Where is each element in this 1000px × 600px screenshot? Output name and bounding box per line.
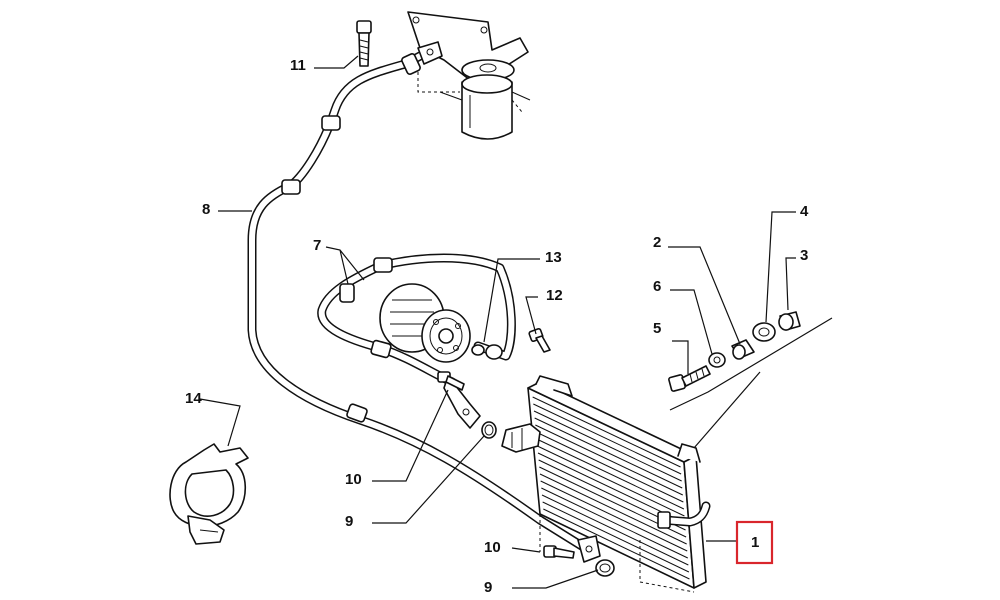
grommet-4 [752, 322, 776, 342]
condenser-fin [537, 445, 685, 517]
condenser-fin [536, 438, 685, 510]
bushing-2 [731, 339, 755, 360]
callout-3: 3 [800, 247, 808, 264]
condenser-fin [542, 501, 690, 573]
bolt-10-lower [543, 545, 575, 559]
callout-13: 13 [545, 249, 562, 266]
condenser-fin [535, 424, 683, 496]
condenser-fin [532, 396, 681, 468]
pipe-end-fitting [577, 535, 601, 563]
spacer-3 [778, 311, 801, 331]
leader-lines [199, 55, 796, 589]
condenser-fin [543, 508, 690, 580]
compressor [379, 283, 471, 363]
clamp-14 [169, 443, 249, 545]
callout-7: 7 [313, 237, 321, 254]
pipe-8 [247, 41, 590, 553]
receiver-drier [407, 11, 531, 140]
callout-8: 8 [202, 201, 210, 218]
callout-6: 6 [653, 278, 661, 295]
callout-9-upper: 9 [345, 513, 353, 530]
o-ring-9-upper [481, 421, 497, 439]
callout-4: 4 [800, 203, 809, 220]
highlight-box [735, 520, 774, 565]
bolt-5 [668, 365, 711, 392]
o-ring-13 [471, 344, 503, 360]
callout-14: 14 [185, 390, 202, 407]
callout-10-upper: 10 [345, 471, 362, 488]
condenser-fin [541, 494, 689, 566]
bolt-12 [528, 328, 551, 353]
hose-7 [317, 253, 516, 429]
condenser-fin [533, 410, 682, 482]
bolt-10-upper [437, 371, 465, 391]
callout-5: 5 [653, 320, 661, 337]
o-ring-9-lower [595, 559, 615, 577]
condenser-fin [541, 487, 688, 559]
bolt-11 [356, 20, 372, 67]
condenser [501, 317, 833, 593]
condenser-fin [533, 403, 682, 475]
condenser-fin [534, 417, 683, 489]
callout-1: 1 [751, 534, 759, 551]
condenser-fin [535, 431, 684, 503]
washer-6 [708, 352, 726, 368]
callout-2: 2 [653, 234, 661, 251]
callout-11: 11 [290, 57, 306, 74]
callout-10-lower: 10 [484, 539, 501, 556]
callout-12: 12 [546, 287, 563, 304]
callout-labels: 11 8 7 13 12 14 10 9 10 9 2 6 5 4 3 1 [185, 57, 809, 596]
condenser-fin [540, 480, 688, 552]
callout-9-lower: 9 [484, 579, 492, 596]
condenser-fin [539, 473, 687, 545]
